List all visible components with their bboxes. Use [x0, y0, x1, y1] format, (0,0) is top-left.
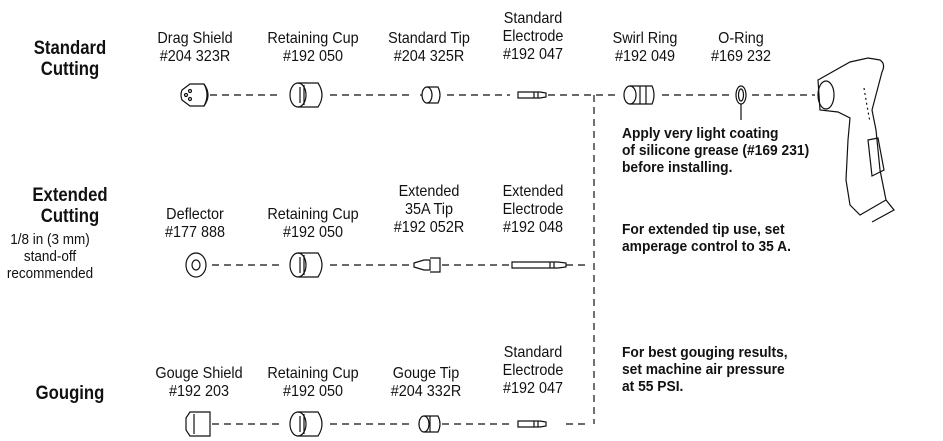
gouging-instruction: For best gouging results, set machine ai…	[622, 344, 788, 395]
gouge-shield-icon	[185, 411, 211, 437]
part-label-retaining-cup: Retaining Cup #192 050	[267, 365, 358, 401]
standard-electrode-icon	[517, 91, 547, 99]
part-name: Drag Shield	[157, 30, 233, 47]
gouge-tip-icon	[418, 415, 441, 433]
note-line: recommended	[6, 265, 94, 282]
part-name: Extended	[398, 183, 460, 200]
part-number: #192 203	[168, 383, 230, 400]
part-name: Standard Tip	[388, 30, 470, 47]
instruction-line: set machine air pressure	[622, 361, 785, 378]
section-title-line: Cutting	[40, 59, 100, 80]
part-name: Retaining Cup	[267, 30, 359, 47]
torch-handle-icon	[817, 57, 895, 223]
note-line: stand-off	[23, 248, 77, 265]
part-name: Electrode	[502, 28, 564, 45]
section-title-line: Extended	[32, 185, 108, 206]
part-number: #204 332R	[390, 383, 462, 400]
grease-instruction: Apply very light coating of silicone gre…	[622, 125, 809, 176]
part-number: #204 325R	[393, 48, 465, 65]
part-number: #192 050	[282, 383, 344, 400]
instruction-line: For best gouging results,	[622, 344, 788, 361]
section-title-line: Cutting	[40, 206, 100, 227]
standard-tip-icon	[420, 86, 441, 104]
part-number: #192 049	[614, 48, 676, 65]
part-label-deflector: Deflector #177 888	[165, 206, 225, 242]
part-name: Electrode	[502, 362, 564, 379]
swirl-ring-icon	[623, 85, 655, 105]
instruction-line: at 55 PSI.	[622, 378, 684, 395]
instruction-line: For extended tip use, set	[622, 221, 785, 238]
part-name: Retaining Cup	[267, 365, 359, 382]
part-number: #192 048	[502, 219, 564, 236]
instruction-line: before installing.	[622, 159, 733, 176]
note-line: 1/8 in (3 mm)	[10, 231, 90, 248]
extended-tip-icon	[413, 257, 441, 273]
part-label-o-ring: O-Ring #169 232	[711, 30, 771, 66]
part-label-drag-shield: Drag Shield #204 323R	[157, 30, 232, 66]
part-number: #169 232	[710, 48, 772, 65]
retaining-cup-icon	[289, 82, 323, 108]
drag-shield-icon	[180, 83, 209, 107]
extended-tip-instruction: For extended tip use, set amperage contr…	[622, 221, 791, 255]
section-standard-cutting: Standard Cutting	[17, 38, 123, 80]
part-label-extended-tip: Extended 35A Tip #192 052R	[394, 183, 464, 237]
part-label-standard-electrode: Standard Electrode #192 047	[503, 10, 564, 64]
part-number: #192 047	[502, 46, 564, 63]
part-label-retaining-cup: Retaining Cup #192 050	[267, 30, 358, 66]
o-ring-icon	[735, 85, 747, 105]
part-name: O-Ring	[718, 30, 764, 47]
section-extended-cutting: Extended Cutting	[17, 185, 123, 227]
part-name: Electrode	[502, 201, 564, 218]
standoff-note: 1/8 in (3 mm) stand-off recommended	[0, 231, 113, 282]
part-name: Swirl Ring	[612, 30, 678, 47]
part-label-swirl-ring: Swirl Ring #192 049	[613, 30, 678, 66]
connector-lines	[210, 94, 815, 425]
part-number: #177 888	[164, 224, 226, 241]
instruction-line: Apply very light coating	[622, 125, 779, 142]
part-name: Extended	[502, 183, 564, 200]
part-name: 35A Tip	[404, 201, 454, 218]
section-title-line: Standard	[33, 38, 107, 59]
retaining-cup-icon	[289, 411, 323, 437]
part-name: Gouge Shield	[155, 365, 243, 382]
part-label-retaining-cup: Retaining Cup #192 050	[267, 206, 358, 242]
extended-electrode-icon	[511, 261, 567, 269]
part-number: #192 047	[502, 380, 564, 397]
instruction-line: of silicone grease (#169 231)	[622, 142, 810, 159]
part-number: #192 050	[282, 48, 344, 65]
part-label-gouge-tip: Gouge Tip #204 332R	[391, 365, 461, 401]
part-number: #204 323R	[159, 48, 231, 65]
part-name: Standard	[503, 10, 563, 27]
part-number: #192 050	[282, 224, 344, 241]
section-gouging: Gouging	[17, 383, 123, 404]
instruction-line: amperage control to 35 A.	[622, 238, 791, 255]
part-name: Deflector	[166, 206, 224, 223]
part-label-gouge-shield: Gouge Shield #192 203	[155, 365, 242, 401]
part-number: #192 052R	[393, 219, 465, 236]
retaining-cup-icon	[289, 252, 323, 278]
part-label-standard-electrode: Standard Electrode #192 047	[503, 344, 564, 398]
deflector-icon	[185, 252, 207, 278]
section-title-line: Gouging	[35, 383, 105, 404]
part-name: Gouge Tip	[392, 365, 460, 382]
standard-electrode-icon	[517, 420, 547, 428]
part-label-extended-electrode: Extended Electrode #192 048	[503, 183, 564, 237]
part-name: Standard	[503, 344, 563, 361]
part-label-standard-tip: Standard Tip #204 325R	[388, 30, 470, 66]
part-name: Retaining Cup	[267, 206, 359, 223]
